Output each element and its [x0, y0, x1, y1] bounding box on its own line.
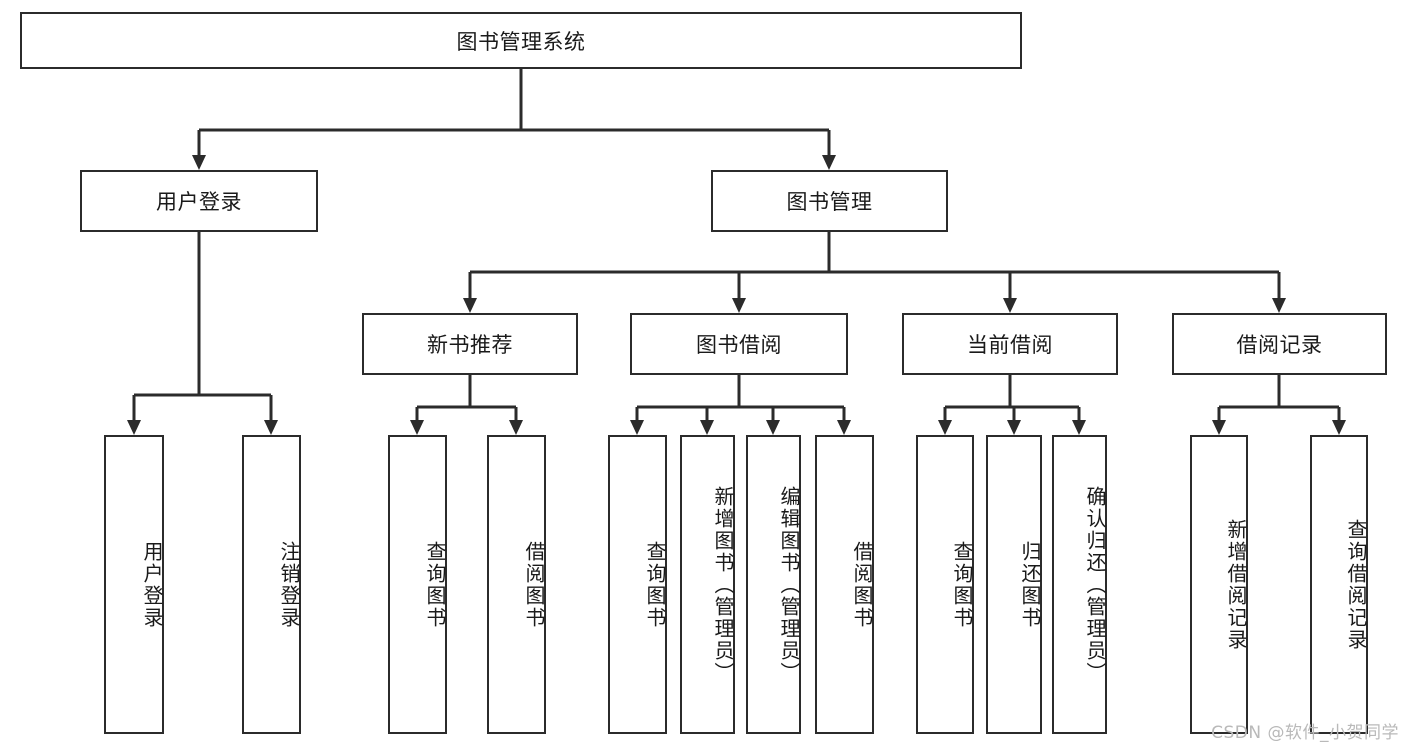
- node-leaf-logout[interactable]: 注销登录: [242, 435, 301, 734]
- node-user-login-label: 用户登录: [156, 190, 242, 214]
- connector-new-book-rec-to-leaf-query-book-1: [410, 407, 424, 435]
- connector-group-root: [199, 69, 829, 132]
- connector-group-new-book-rec: [417, 375, 516, 409]
- connector-book-manage-to-book-borrow: [732, 272, 746, 313]
- node-leaf-borrow-book-2[interactable]: 借阅图书: [815, 435, 874, 734]
- connector-user-login-to-leaf-user-login: [127, 395, 141, 435]
- connector-book-borrow-to-leaf-query-book-2: [630, 407, 644, 435]
- connector-current-borrow-to-leaf-query-book-3: [938, 407, 952, 435]
- node-current-borrow[interactable]: 当前借阅: [902, 313, 1118, 375]
- node-borrow-record[interactable]: 借阅记录: [1172, 313, 1387, 375]
- node-leaf-add-record[interactable]: 新增借阅记录: [1190, 435, 1248, 734]
- node-new-book-rec-label: 新书推荐: [427, 333, 513, 357]
- connector-current-borrow-to-leaf-confirm-return: [1072, 407, 1086, 435]
- node-leaf-borrow-book-2-label: 借阅图书: [850, 540, 874, 629]
- node-root[interactable]: 图书管理系统: [20, 12, 1022, 69]
- connector-user-login-to-leaf-logout: [264, 395, 278, 435]
- connector-current-borrow-to-leaf-return-book: [1007, 407, 1021, 435]
- node-book-manage-label: 图书管理: [786, 190, 873, 214]
- node-new-book-rec[interactable]: 新书推荐: [362, 313, 578, 375]
- connector-book-borrow-to-leaf-borrow-book-2: [837, 407, 851, 435]
- connector-borrow-record-to-leaf-query-record: [1332, 407, 1346, 435]
- node-leaf-query-book-2[interactable]: 查询图书: [608, 435, 667, 734]
- node-leaf-edit-book-label: 编辑图书（管理员）: [777, 485, 801, 684]
- node-leaf-query-book-2-label: 查询图书: [643, 540, 667, 629]
- node-book-manage[interactable]: 图书管理: [711, 170, 948, 232]
- node-leaf-logout-label: 注销登录: [277, 540, 301, 629]
- connector-group-borrow-record: [1219, 375, 1339, 409]
- connector-book-borrow-to-leaf-add-book: [700, 407, 714, 435]
- node-leaf-borrow-book-1[interactable]: 借阅图书: [487, 435, 546, 734]
- node-user-login[interactable]: 用户登录: [80, 170, 318, 232]
- node-leaf-query-book-3-label: 查询图书: [950, 540, 974, 629]
- node-leaf-query-book-1[interactable]: 查询图书: [388, 435, 447, 734]
- node-leaf-user-login[interactable]: 用户登录: [104, 435, 164, 734]
- node-leaf-add-book-label: 新增图书（管理员）: [711, 485, 735, 684]
- connector-book-manage-to-new-book-rec: [463, 272, 477, 313]
- node-leaf-borrow-book-1-label: 借阅图书: [522, 540, 546, 629]
- node-leaf-query-book-1-label: 查询图书: [423, 540, 447, 629]
- node-borrow-record-label: 借阅记录: [1236, 333, 1323, 357]
- node-root-label: 图书管理系统: [456, 29, 586, 54]
- connector-new-book-rec-to-leaf-borrow-book-1: [509, 407, 523, 435]
- node-leaf-add-book[interactable]: 新增图书（管理员）: [680, 435, 735, 734]
- connector-group-book-manage: [470, 232, 1279, 274]
- node-current-borrow-label: 当前借阅: [967, 333, 1053, 357]
- csdn-watermark: CSDN @软件_小贺同学: [1211, 723, 1399, 743]
- connector-borrow-record-to-leaf-add-record: [1212, 407, 1226, 435]
- node-leaf-confirm-return-label: 确认归还（管理员）: [1083, 485, 1107, 684]
- connector-group-current-borrow: [945, 375, 1079, 409]
- node-book-borrow[interactable]: 图书借阅: [630, 313, 848, 375]
- node-leaf-add-record-label: 新增借阅记录: [1224, 518, 1248, 651]
- connector-group-book-borrow: [637, 375, 844, 409]
- connector-root-to-user-login: [192, 130, 206, 170]
- node-leaf-query-record-label: 查询借阅记录: [1344, 518, 1368, 651]
- node-leaf-return-book-label: 归还图书: [1018, 540, 1042, 629]
- connector-book-manage-to-borrow-record: [1272, 272, 1286, 313]
- node-book-borrow-label: 图书借阅: [696, 333, 782, 357]
- node-leaf-edit-book[interactable]: 编辑图书（管理员）: [746, 435, 801, 734]
- connector-book-borrow-to-leaf-edit-book: [766, 407, 780, 435]
- node-leaf-user-login-label: 用户登录: [140, 540, 164, 629]
- connector-book-manage-to-current-borrow: [1003, 272, 1017, 313]
- node-leaf-query-record[interactable]: 查询借阅记录: [1310, 435, 1368, 734]
- node-leaf-confirm-return[interactable]: 确认归还（管理员）: [1052, 435, 1107, 734]
- connector-root-to-book-manage: [822, 130, 836, 170]
- node-leaf-return-book[interactable]: 归还图书: [986, 435, 1042, 734]
- connector-group-user-login: [134, 232, 271, 397]
- node-leaf-query-book-3[interactable]: 查询图书: [916, 435, 974, 734]
